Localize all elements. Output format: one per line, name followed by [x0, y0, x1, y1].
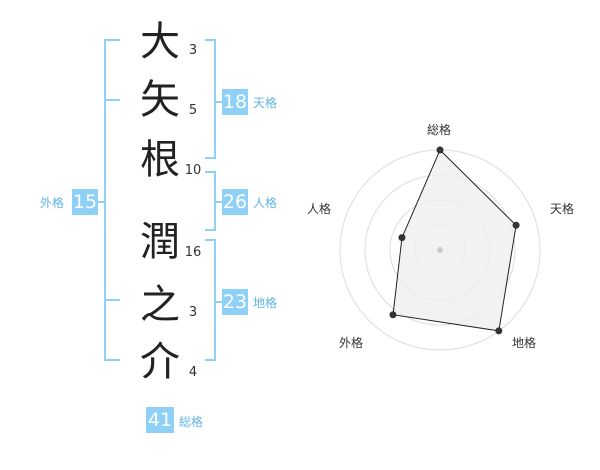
radar-point-5: [398, 234, 406, 242]
name-char-1: 大: [140, 19, 180, 65]
stroke-count-5: 3: [188, 305, 198, 320]
jinkaku-label: 人格: [253, 196, 278, 210]
radar-axis-label-soukaku: 総格: [427, 123, 452, 137]
chikaku-bracket: [205, 239, 216, 361]
radar-axis-label-gaikaku: 外格: [339, 336, 364, 350]
radar-point-4: [389, 311, 397, 319]
name-char-6: 介: [140, 339, 180, 385]
stroke-count-3: 10: [184, 163, 202, 178]
radar-axis-label-jinkaku: 人格: [307, 202, 332, 216]
tenkaku-bracket: [205, 39, 216, 159]
stroke-count-4: 16: [184, 245, 202, 260]
radar-center-dot: [437, 247, 443, 253]
chikaku-value-badge: 23: [222, 289, 248, 315]
stroke-count-1: 3: [188, 43, 198, 58]
radar-point-1: [436, 146, 444, 154]
stroke-count-6: 4: [188, 365, 198, 380]
gaikaku-value-badge: 15: [72, 189, 98, 215]
stroke-count-2: 5: [188, 103, 198, 118]
name-char-2: 矢: [140, 77, 180, 123]
radar-axis-label-chikaku: 地格: [512, 336, 537, 350]
jinkaku-value-badge: 26: [222, 189, 248, 215]
gaikaku-bracket: [104, 39, 120, 361]
name-char-4: 潤: [140, 219, 180, 265]
radar-series-polygon: [392, 149, 517, 332]
gaikaku-label: 外格: [40, 196, 65, 210]
radar-axis-label-tenkaku: 天格: [550, 202, 575, 216]
name-char-5: 之: [140, 282, 180, 328]
name-char-3: 根: [140, 137, 180, 183]
tenkaku-value-badge: 18: [222, 89, 248, 115]
radar-point-3: [495, 327, 503, 335]
soukaku-label: 総格: [179, 415, 204, 429]
soukaku-value-badge: 41: [146, 407, 174, 433]
radar-point-2: [512, 221, 520, 229]
tenkaku-label: 天格: [253, 96, 278, 110]
chikaku-label: 地格: [253, 296, 278, 310]
